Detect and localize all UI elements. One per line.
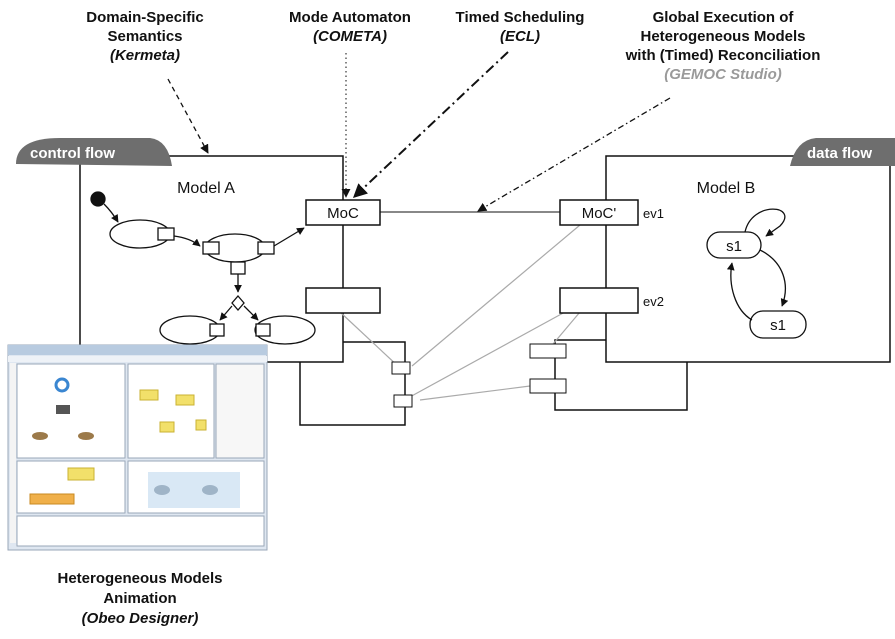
annotation-cometa: (COMETA) [313,28,387,45]
annotation-global-execution: Global Execution of Heterogeneous Models… [608,8,838,84]
annotation-global-execution-line3: with (Timed) Reconciliation [625,47,821,64]
port-box [529,343,567,359]
control-flow-tag [16,138,172,166]
annotation-domain-specific: Domain-Specific Semantics (Kermeta) [60,8,230,65]
annotation-kermeta: (Kermeta) [109,47,181,64]
annotation-domain-specific-line2: Semantics [107,28,183,45]
annotation-mode-automaton: Mode Automaton (COMETA) [260,8,440,46]
ecl-arrow [352,51,509,198]
state-s1-top-label: s1 [726,238,742,255]
interface-box-a [305,287,381,314]
port-box [529,378,567,394]
state-ellipse [254,315,316,345]
model-b-states [706,208,807,339]
annotation-gemoc-studio: (GEMOC Studio) [664,66,782,83]
annotation-mode-automaton-line1: Mode Automaton [289,9,411,26]
event-ev1: ev1 [643,206,664,221]
model-b-box [605,155,891,363]
animation-caption: Heterogeneous Models Animation (Obeo Des… [20,569,260,629]
annotation-domain-specific-line1: Domain-Specific [86,9,204,26]
data-flow-tag [790,138,895,166]
state-s1-top [706,231,762,259]
model-a-flow [90,191,316,345]
data-flow-label: data flow [807,145,872,162]
event-ev2: ev2 [643,294,664,309]
obeo-designer-screenshot [7,344,268,551]
initial-node [90,191,106,207]
interface-box-b [559,287,639,314]
port-box [391,361,411,375]
gemoc-arrow [477,97,671,212]
moc-a-label: MoC [327,205,359,222]
moc-b-box [559,199,639,226]
animation-caption-tool: (Obeo Designer) [81,610,199,627]
annotation-ecl: (ECL) [500,28,540,45]
state-s1-bottom-label: s1 [770,317,786,334]
animation-caption-line1: Heterogeneous Models [57,570,223,587]
animation-caption-line2: Animation [103,590,177,607]
moc-a-box [305,199,381,226]
annotation-global-execution-line1: Global Execution of [652,9,794,26]
kermeta-arrow [167,78,209,154]
annotation-timed-scheduling-line1: Timed Scheduling [455,9,585,26]
moc-b-label: MoC' [582,205,617,222]
state-s1-bottom [749,310,807,339]
model-b-title: Model B [697,180,756,197]
control-flow-label: control flow [30,145,115,162]
annotation-global-execution-line2: Heterogeneous Models [640,28,806,45]
annotation-timed-scheduling: Timed Scheduling (ECL) [440,8,600,46]
model-a-title: Model A [177,180,235,197]
port-box [393,394,413,408]
